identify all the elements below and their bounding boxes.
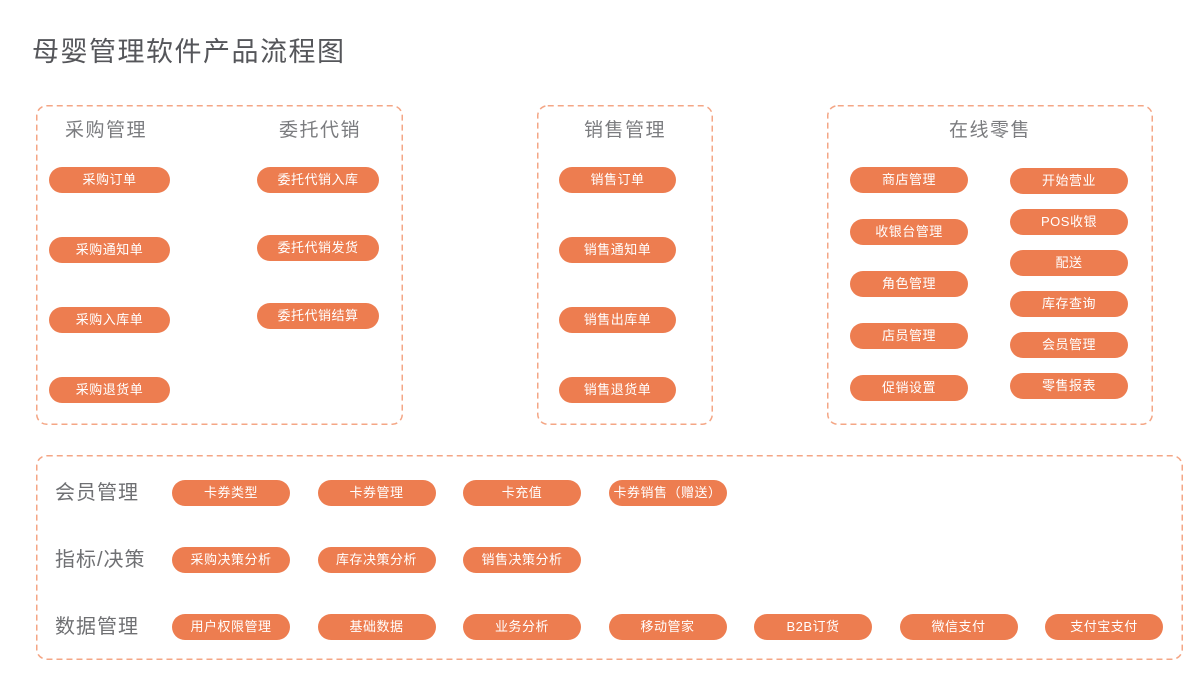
panel-online-retail: 在线零售 商店管理 收银台管理 角色管理 店员管理 促销设置 开始营业 POS收… — [827, 105, 1153, 425]
section-header-online-retail: 在线零售 — [948, 120, 1031, 141]
node-sales-return: 销售退货单 — [559, 377, 676, 403]
node-card-coupon-type: 卡券类型 — [172, 480, 290, 506]
node-inventory-query: 库存查询 — [1010, 291, 1128, 317]
node-sales-outbound: 销售出库单 — [559, 307, 676, 333]
diagram-title: 母婴管理软件产品流程图 — [32, 37, 346, 67]
node-purchase-decision-analysis: 采购决策分析 — [172, 547, 290, 573]
panel-sales: 销售管理 销售订单 销售通知单 销售出库单 销售退货单 — [537, 105, 713, 425]
node-cashier-desk-management: 收银台管理 — [850, 219, 968, 245]
node-mobile-manager: 移动管家 — [608, 614, 727, 640]
row-label-metrics-decision: 指标/决策 — [55, 549, 146, 571]
node-card-recharge: 卡充值 — [463, 480, 581, 506]
node-promotion-settings: 促销设置 — [850, 375, 968, 401]
node-card-coupon-sale-gift: 卡券销售（赠送） — [608, 480, 727, 506]
section-header-consignment: 委托代销 — [279, 120, 362, 141]
node-b2b-ordering: B2B订货 — [754, 614, 872, 640]
node-consignment-shipping: 委托代销发货 — [257, 235, 379, 261]
data-management-row: 用户权限管理 基础数据 业务分析 移动管家 B2B订货 微信支付 支付宝支付 — [172, 614, 1163, 640]
panel-procurement-consignment: 采购管理 委托代销 采购订单 采购通知单 采购入库单 采购退货单 委托代销入库 … — [36, 105, 403, 425]
consignment-node-column: 委托代销入库 委托代销发货 委托代销结算 — [257, 167, 379, 329]
row-label-member-management: 会员管理 — [55, 482, 139, 504]
node-retail-reports: 零售报表 — [1010, 373, 1128, 399]
node-purchase-order: 采购订单 — [49, 167, 170, 193]
node-card-coupon-management: 卡券管理 — [317, 480, 436, 506]
node-purchase-inbound: 采购入库单 — [49, 307, 170, 333]
node-member-management: 会员管理 — [1010, 332, 1128, 358]
node-sales-decision-analysis: 销售决策分析 — [463, 547, 581, 573]
retail-left-node-column: 商店管理 收银台管理 角色管理 店员管理 促销设置 — [850, 167, 968, 401]
node-user-permission-management: 用户权限管理 — [172, 614, 290, 640]
node-clerk-management: 店员管理 — [850, 323, 968, 349]
node-consignment-inbound: 委托代销入库 — [257, 167, 379, 193]
node-delivery: 配送 — [1010, 250, 1128, 276]
node-purchase-notice: 采购通知单 — [49, 237, 170, 263]
node-sales-order: 销售订单 — [559, 167, 676, 193]
sales-node-column: 销售订单 销售通知单 销售出库单 销售退货单 — [559, 167, 676, 403]
retail-right-node-column: 开始营业 POS收银 配送 库存查询 会员管理 零售报表 — [1010, 168, 1128, 399]
node-pos-cashier: POS收银 — [1010, 209, 1128, 235]
node-wechat-pay: 微信支付 — [899, 614, 1018, 640]
node-store-management: 商店管理 — [850, 167, 968, 193]
section-header-sales: 销售管理 — [583, 120, 666, 141]
metrics-decision-row: 采购决策分析 库存决策分析 销售决策分析 — [172, 547, 581, 573]
node-sales-notice: 销售通知单 — [559, 237, 676, 263]
section-header-purchase: 采购管理 — [65, 120, 148, 141]
node-consignment-settlement: 委托代销结算 — [257, 303, 379, 329]
node-business-analysis: 业务分析 — [463, 614, 581, 640]
member-management-row: 卡券类型 卡券管理 卡充值 卡券销售（赠送） — [172, 480, 727, 506]
node-inventory-decision-analysis: 库存决策分析 — [317, 547, 436, 573]
node-start-business: 开始营业 — [1010, 168, 1128, 194]
purchase-node-column: 采购订单 采购通知单 采购入库单 采购退货单 — [49, 167, 170, 403]
panel-foundation: 会员管理 卡券类型 卡券管理 卡充值 卡券销售（赠送） 指标/决策 采购决策分析… — [36, 455, 1183, 660]
node-basic-data: 基础数据 — [317, 614, 436, 640]
row-label-data-management: 数据管理 — [55, 616, 139, 638]
node-role-management: 角色管理 — [850, 271, 968, 297]
node-purchase-return: 采购退货单 — [49, 377, 170, 403]
node-alipay-pay: 支付宝支付 — [1045, 614, 1163, 640]
